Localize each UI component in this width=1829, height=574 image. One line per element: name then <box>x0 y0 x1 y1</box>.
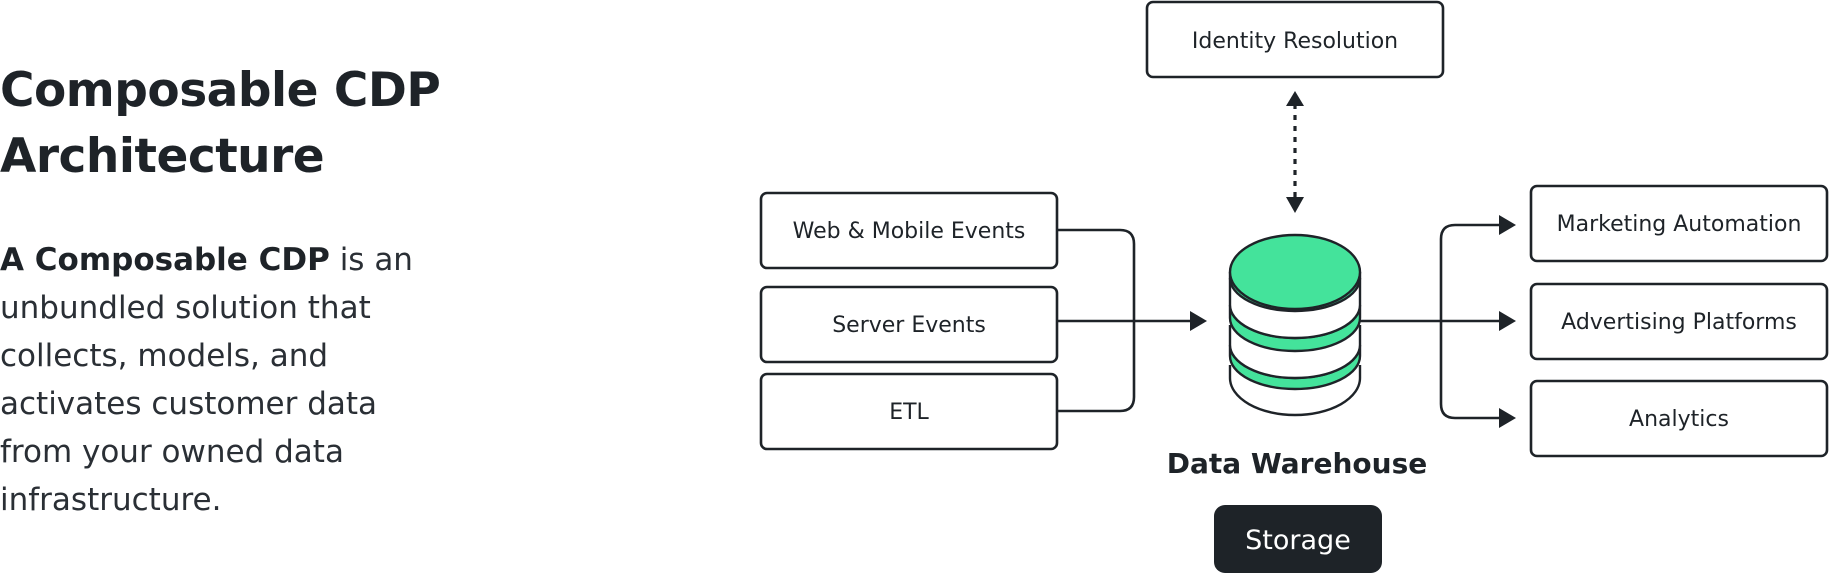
description-line-5: from your owned data <box>0 434 344 470</box>
activation-arrowhead <box>1499 311 1516 331</box>
activation-arrowhead <box>1499 408 1516 428</box>
source-node-web-mobile-events: Web & Mobile Events <box>759 191 1059 270</box>
ingest-arrowhead <box>1190 311 1207 331</box>
data-warehouse-icon <box>1228 233 1362 417</box>
storage-badge-label: Storage <box>1245 525 1351 556</box>
page-title-line-1: Composable CDP <box>0 63 441 118</box>
destination-node-advertising-platforms: Advertising Platforms <box>1529 282 1829 361</box>
description-bold-term: A Composable CDP <box>0 242 330 278</box>
activation-connectors <box>1360 215 1516 428</box>
intro-section: Composable CDP Architecture A Composable… <box>0 58 470 524</box>
description-line-1-rest: is an <box>329 242 413 278</box>
ingest-connectors <box>1057 228 1207 413</box>
description: A Composable CDP is an unbundled solutio… <box>0 236 470 524</box>
source-label: Server Events <box>832 313 986 338</box>
page-title: Composable CDP Architecture <box>0 58 470 190</box>
destination-node-marketing-automation: Marketing Automation <box>1529 184 1829 263</box>
destination-node-analytics: Analytics <box>1529 379 1829 458</box>
activation-arrowhead <box>1499 215 1516 235</box>
identity-resolution-label: Identity Resolution <box>1192 29 1398 54</box>
source-node-etl: ETL <box>759 372 1059 451</box>
description-line-1: A Composable CDP is an <box>0 236 470 284</box>
description-line-3: collects, models, and <box>0 338 329 374</box>
description-line-2: unbundled solution that <box>0 290 371 326</box>
source-label: ETL <box>889 400 929 425</box>
storage-badge: Storage <box>1214 505 1382 573</box>
identity-resolution-node: Identity Resolution <box>1145 0 1445 79</box>
source-node-server-events: Server Events <box>759 285 1059 364</box>
description-line-4: activates customer data <box>0 386 378 422</box>
destination-label: Advertising Platforms <box>1561 310 1797 335</box>
destination-label: Analytics <box>1629 407 1729 432</box>
destination-label: Marketing Automation <box>1557 212 1802 237</box>
data-warehouse-label: Data Warehouse <box>1167 447 1428 480</box>
source-label: Web & Mobile Events <box>793 219 1026 244</box>
description-line-6: infrastructure. <box>0 482 222 518</box>
identity-sync-arrow <box>1286 91 1304 213</box>
page-title-line-2: Architecture <box>0 129 325 184</box>
